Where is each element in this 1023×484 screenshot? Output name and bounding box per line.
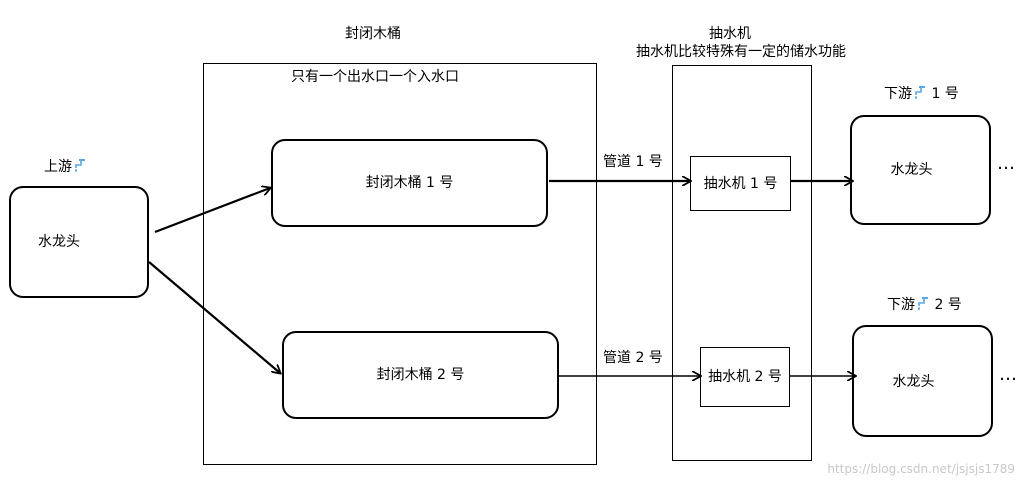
downstream-1-suffix: 1 号	[927, 86, 959, 102]
pump-1-box: 抽水机 1 号	[690, 156, 791, 211]
pump-group-subtitle: 抽水机比较特殊有一定的储水功能	[636, 44, 846, 60]
pump-2-label: 抽水机 2 号	[708, 369, 782, 385]
barrel-1-box: 封闭木桶 1 号	[271, 139, 548, 227]
container-title: 封闭木桶	[345, 26, 401, 42]
container-frame	[203, 63, 597, 465]
upstream-label: 上游	[44, 158, 87, 176]
pipe-2-label: 管道 2 号	[603, 350, 663, 366]
barrel-2-box: 封闭木桶 2 号	[282, 331, 559, 419]
container-subtitle: 只有一个出水口一个入水口	[291, 69, 459, 85]
downstream-2-prefix: 下游	[887, 297, 915, 313]
arrow-upstream-to-barrel-1	[154, 188, 270, 234]
pump-2-box: 抽水机 2 号	[700, 347, 790, 407]
pump-group-title: 抽水机	[709, 26, 751, 42]
downstream-2-faucet-box: 水龙头	[852, 325, 993, 437]
upstream-faucet-text: 水龙头	[38, 234, 80, 250]
downstream-2-more: …	[999, 364, 1017, 385]
barrel-2-label: 封闭木桶 2 号	[376, 367, 465, 383]
upstream-faucet-box: 水龙头	[9, 186, 149, 298]
pump-1-label: 抽水机 1 号	[703, 175, 778, 192]
downstream-2-suffix: 2 号	[930, 297, 962, 313]
downstream-1-faucet-text: 水龙头	[890, 162, 933, 178]
faucet-icon	[915, 86, 925, 99]
upstream-label-text: 上游	[44, 159, 72, 175]
downstream-1-more: …	[997, 153, 1015, 174]
downstream-1-faucet-box: 水龙头	[850, 115, 991, 225]
downstream-1-label: 下游 1 号	[884, 85, 959, 103]
pipe-1-label: 管道 1 号	[603, 154, 663, 170]
barrel-1-label: 封闭木桶 1 号	[365, 175, 454, 191]
arrow-upstream-to-barrel-2	[148, 261, 280, 373]
pump-group-frame	[672, 65, 812, 461]
downstream-1-prefix: 下游	[884, 86, 912, 102]
downstream-2-label: 下游 2 号	[887, 296, 962, 314]
faucet-icon	[918, 297, 928, 310]
watermark: https://blog.csdn.net/jsjsjs1789	[827, 462, 1015, 476]
faucet-icon	[75, 159, 85, 172]
downstream-2-faucet-text: 水龙头	[892, 374, 935, 390]
